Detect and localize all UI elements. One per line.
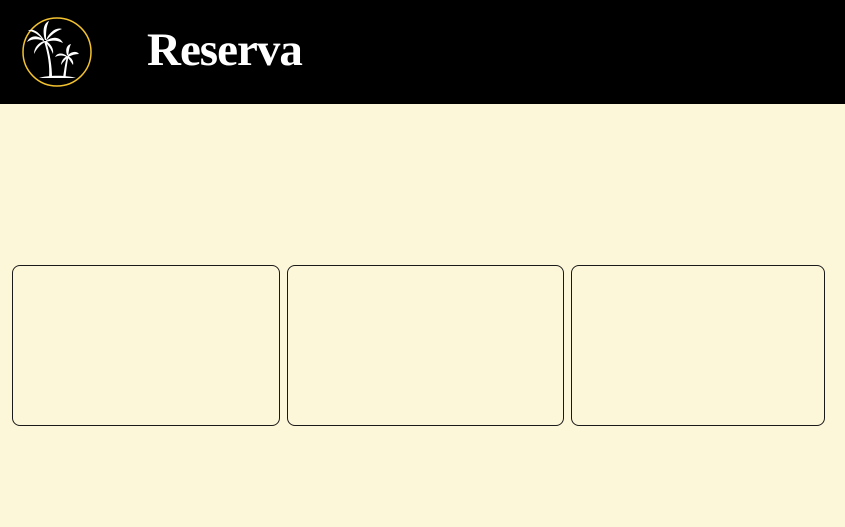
content-card-1[interactable] [12, 265, 280, 426]
palm-tree-logo-icon[interactable] [20, 14, 94, 90]
site-header: Reserva [0, 0, 845, 104]
brand-title[interactable]: Reserva [147, 24, 303, 76]
content-card-3[interactable] [571, 265, 825, 426]
content-card-2[interactable] [287, 265, 564, 426]
